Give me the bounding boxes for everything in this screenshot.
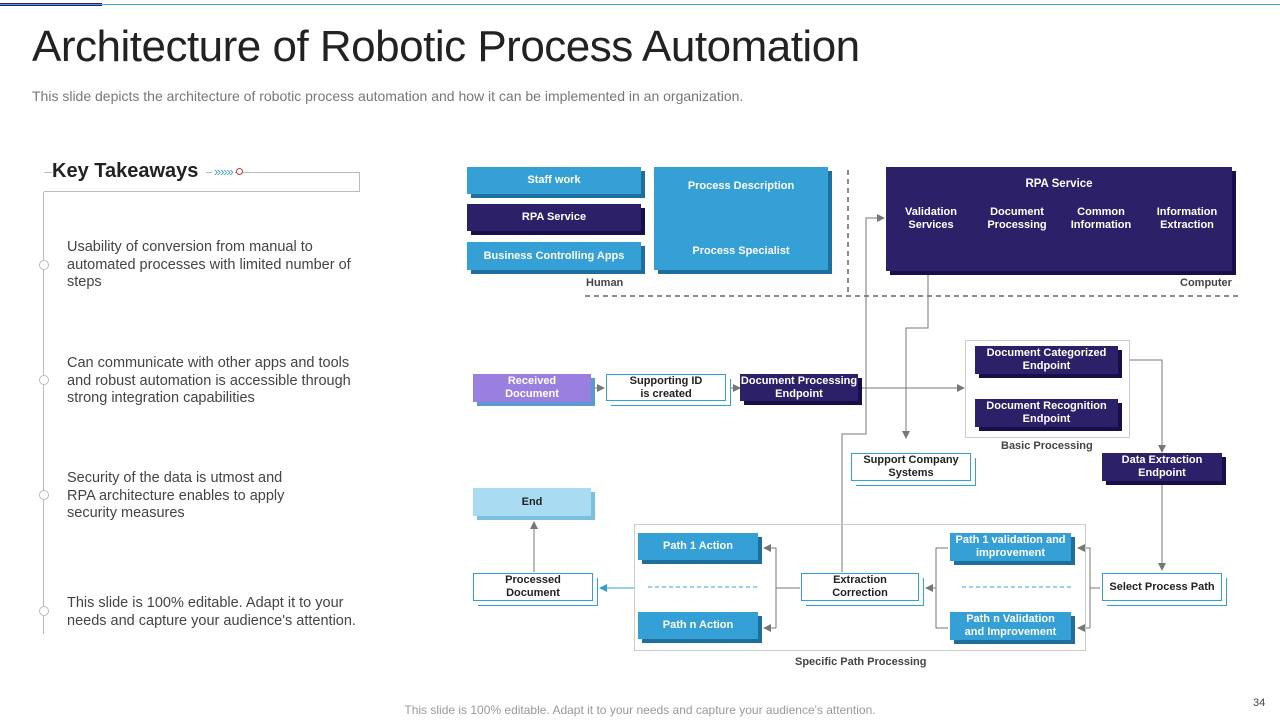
information-extraction-label: Information Extraction <box>1156 206 1218 231</box>
processed-document-box: Processed Document <box>473 573 593 601</box>
bullet-icon <box>39 375 49 385</box>
chevrons-icon: »»» <box>212 164 235 179</box>
top-rule <box>0 4 1280 5</box>
data-extraction-box: Data Extraction Endpoint <box>1102 453 1222 481</box>
takeaways-heading: Key Takeaways <box>52 160 207 183</box>
specific-path-container <box>634 524 1086 651</box>
basic-processing-container <box>965 340 1130 438</box>
takeaway-item: Usability of conversion from manual to a… <box>67 239 351 290</box>
basic-processing-label: Basic Processing <box>1001 440 1093 452</box>
extraction-correction-box: Extraction Correction <box>801 573 919 601</box>
footer-note: This slide is 100% editable. Adapt it to… <box>404 703 876 717</box>
takeaways-timeline <box>43 192 44 634</box>
rpa-service-title: RPA Service <box>1025 178 1093 190</box>
path-1-action-box: Path 1 Action <box>638 533 758 560</box>
document-processing-label: Document Processing <box>987 206 1047 231</box>
page-title: Architecture of Robotic Process Automati… <box>32 22 860 71</box>
doc-categorized-box: Document Categorized Endpoint <box>975 346 1118 374</box>
path-n-validation-box: Path n Validation and Improvement <box>950 612 1071 640</box>
business-apps-box: Business Controlling Apps <box>467 242 641 270</box>
takeaway-item: Can communicate with other apps and tool… <box>67 355 351 406</box>
validation-services-label: Validation Services <box>905 206 957 231</box>
bullet-icon <box>39 606 49 616</box>
process-description-box <box>654 167 828 270</box>
bullet-icon <box>39 490 49 500</box>
page-number: 34 <box>1253 697 1266 709</box>
common-information-label: Common Information <box>1070 206 1132 231</box>
takeaway-item: This slide is 100% editable. Adapt it to… <box>67 595 356 629</box>
takeaway-item: Security of the data is utmost and RPA a… <box>67 470 285 521</box>
received-document-box: Received Document <box>473 374 591 402</box>
doc-recognition-box: Document Recognition Endpoint <box>975 399 1118 427</box>
rpa-service-panel <box>886 167 1232 271</box>
process-specialist-label: Process Specialist <box>692 245 790 257</box>
process-description-label: Process Description <box>687 180 795 192</box>
page-subtitle: This slide depicts the architecture of r… <box>32 88 744 104</box>
computer-label: Computer <box>1180 277 1232 289</box>
rpa-service-box: RPA Service <box>467 204 641 231</box>
end-box: End <box>473 488 591 516</box>
dot-icon <box>236 168 243 175</box>
doc-processing-endpoint-box: Document Processing Endpoint <box>740 374 858 401</box>
supporting-id-box: Supporting ID is created <box>606 374 726 401</box>
specific-path-label: Specific Path Processing <box>795 656 927 668</box>
bullet-icon <box>39 260 49 270</box>
select-process-path-box: Select Process Path <box>1102 573 1222 601</box>
path-1-validation-box: Path 1 validation and improvement <box>950 533 1071 561</box>
path-n-action-box: Path n Action <box>638 612 758 639</box>
human-label: Human <box>586 277 624 289</box>
staff-work-box: Staff work <box>467 167 641 194</box>
support-company-box: Support Company Systems <box>851 453 971 481</box>
